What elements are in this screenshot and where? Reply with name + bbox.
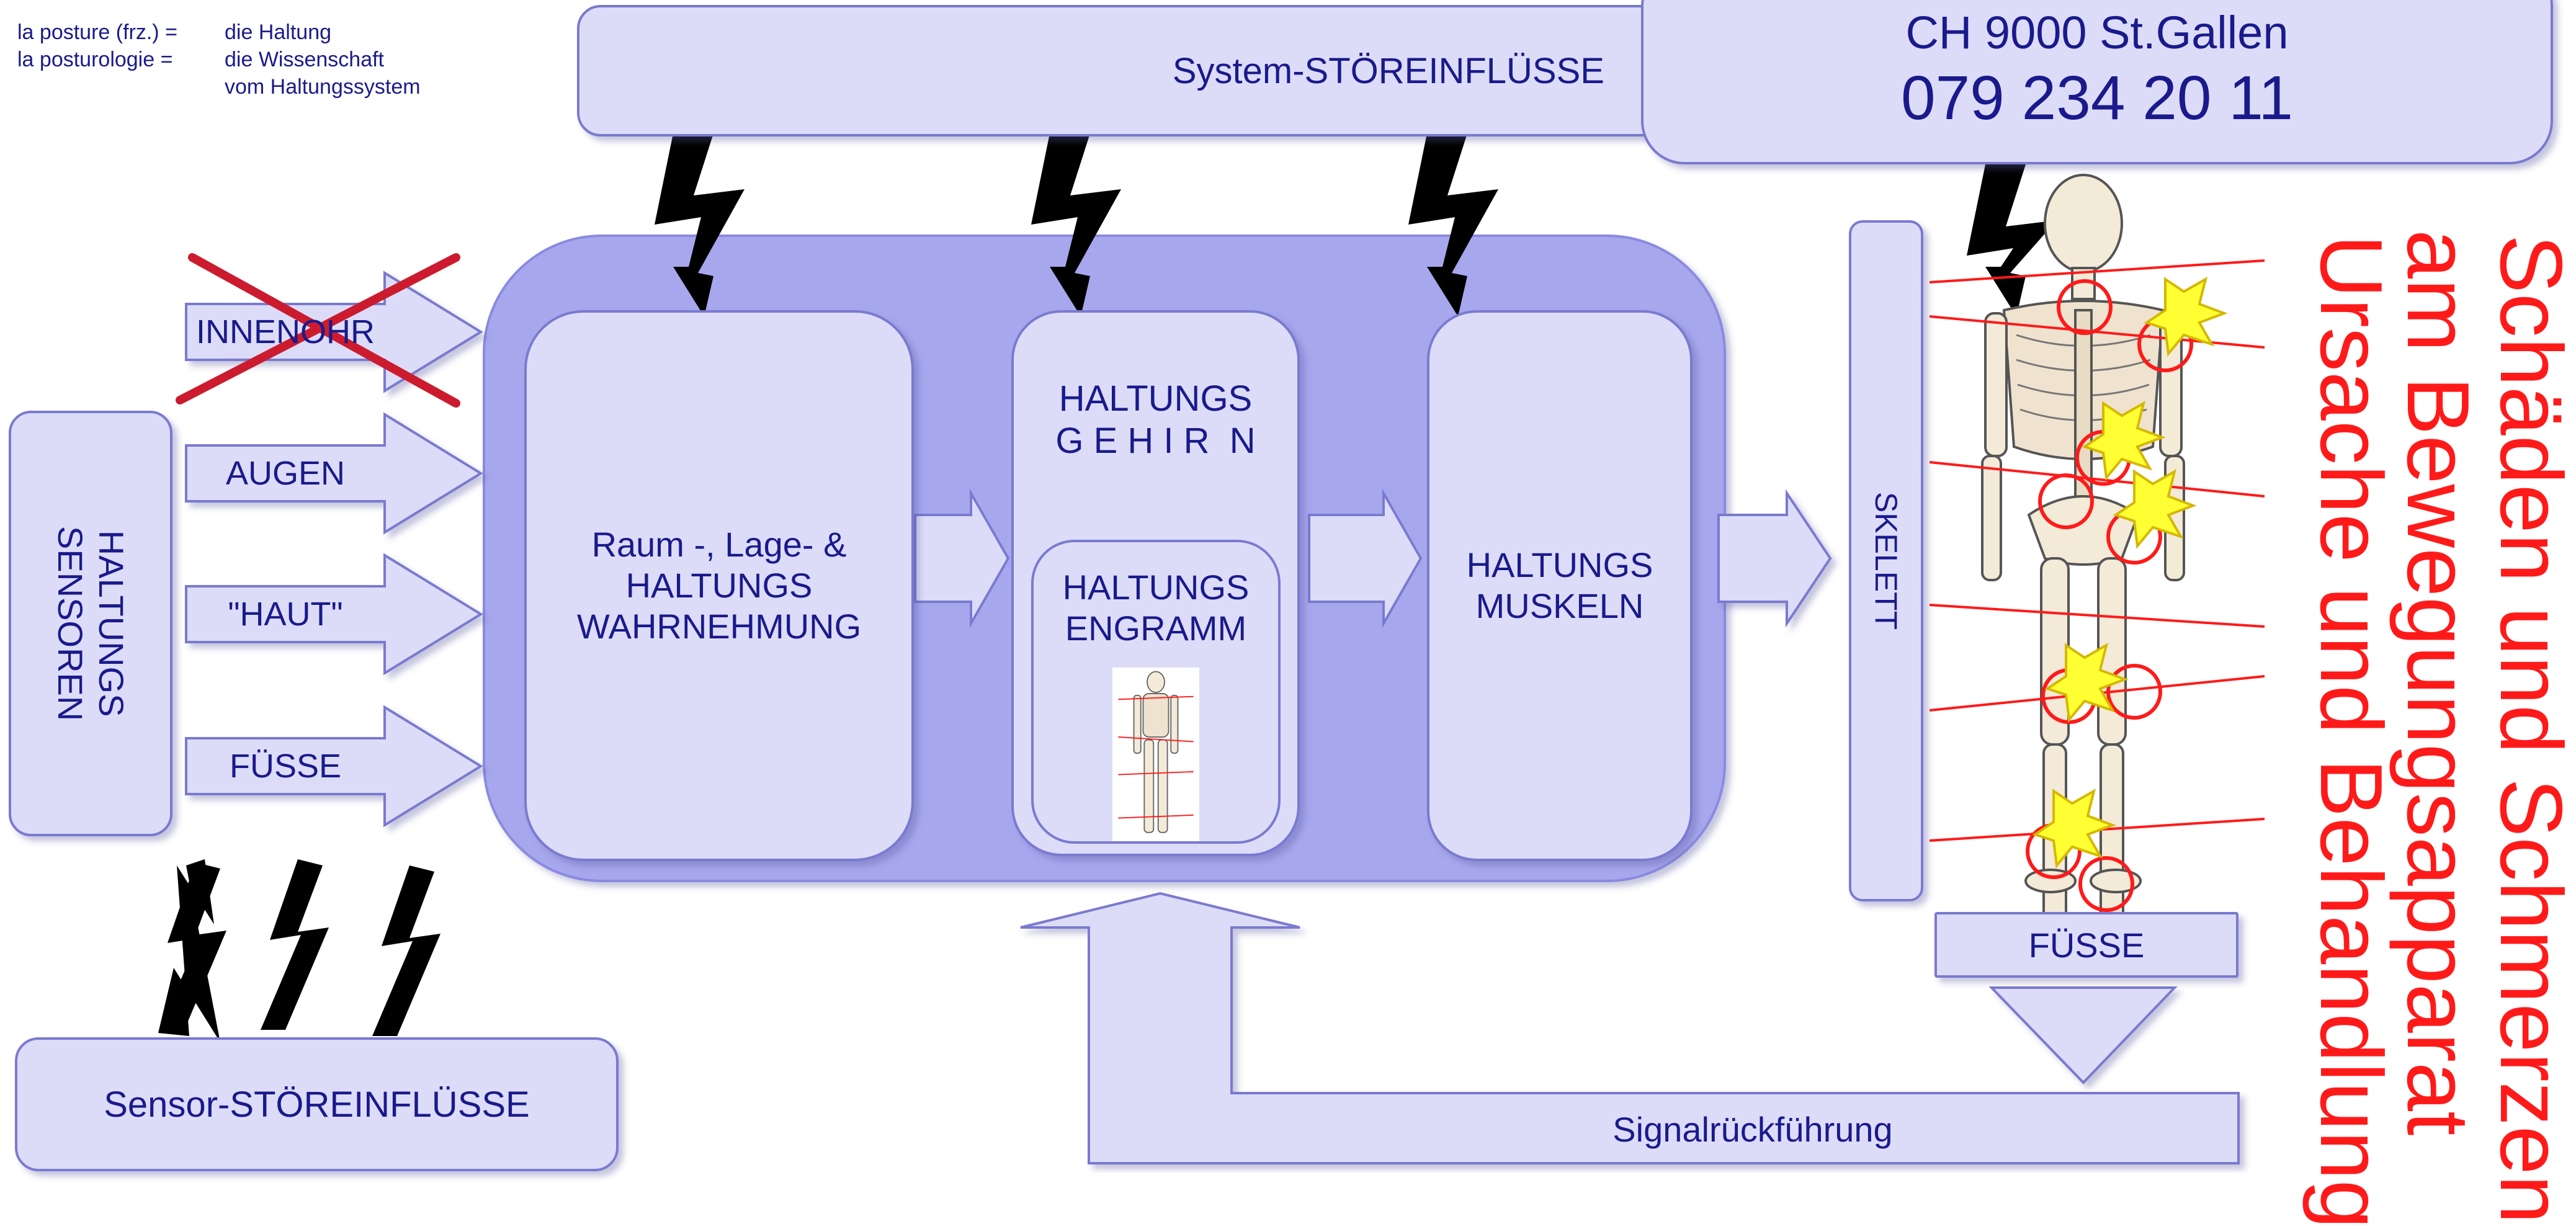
arrow-brain-muscles <box>1308 488 1423 628</box>
sensor-fuesse: FÜSSE <box>229 748 342 785</box>
contact-city: CH 9000 St.Gallen <box>1905 7 2289 58</box>
glossary-definition: vom Haltungssystem <box>225 75 421 99</box>
glossary-term: la posture (frz.) = <box>17 20 177 44</box>
muscles-box: HALTUNGS MUSKELN <box>1427 310 1693 861</box>
engram-box: HALTUNGS ENGRAMM <box>1031 540 1281 844</box>
down-arrow <box>1988 986 2178 1084</box>
system-disturbances-label: System-STÖREINFLÜSSE <box>1172 50 1604 91</box>
sensor-disturbances-box: Sensor-STÖREINFLÜSSE <box>15 1037 619 1171</box>
sensors-box: HALTUNGS SENSOREN <box>9 411 172 836</box>
skeleton-box: SKELETT <box>1849 220 1923 901</box>
sensor-innenohr: INNENOHR <box>195 313 375 351</box>
contact-box: CH 9000 St.Gallen 079 234 20 11 <box>1641 0 2553 164</box>
side-title-line-1: Schäden und Schmerzen <box>2482 235 2576 1224</box>
pain-burst-icon <box>2032 276 2228 869</box>
feedback-label: Signalrückführung <box>1612 1109 1893 1149</box>
arrow-haut <box>185 553 483 676</box>
system-disturbances-box: System-STÖREINFLÜSSE <box>577 5 1706 136</box>
skeleton-label: SKELETT <box>1869 491 1904 630</box>
perception-label: Raum -, Lage- & HALTUNGS WAHRNEHMUNG <box>576 524 862 646</box>
side-title-line-3: Ursache und Behandlung <box>2302 235 2400 1229</box>
sensor-haut: "HAUT" <box>228 596 343 633</box>
contact-phone: 079 234 20 11 <box>1900 63 2294 133</box>
arrow-perception-brain <box>914 488 1010 628</box>
brain-title: HALTUNGS G E H I R N <box>1055 378 1256 462</box>
lightning-bolt-icon <box>158 859 441 1036</box>
feet-box: FÜSSE <box>1934 912 2238 978</box>
glossary-definition: die Wissenschaft <box>225 48 384 71</box>
arrow-augen <box>185 412 483 535</box>
arrow-muscles-skeleton <box>1717 489 1832 628</box>
crossed-out-icon <box>176 253 460 408</box>
sensors-title: HALTUNGS SENSOREN <box>51 525 132 722</box>
side-title-line-2: am Bewegungsapparat <box>2389 230 2487 1136</box>
sensor-disturbances-label: Sensor-STÖREINFLÜSSE <box>104 1084 530 1125</box>
glossary-term: la posturologie = <box>17 48 173 71</box>
sensor-augen: AUGEN <box>225 455 346 492</box>
arrow-fuesse <box>185 705 483 828</box>
engram-skeleton-figure <box>1112 668 1199 841</box>
muscles-label: HALTUNGS MUSKELN <box>1466 545 1653 625</box>
engram-label: HALTUNGS ENGRAMM <box>1062 568 1250 648</box>
feet-label: FÜSSE <box>2028 925 2145 965</box>
perception-box: Raum -, Lage- & HALTUNGS WAHRNEHMUNG <box>524 310 914 861</box>
glossary-definition: die Haltung <box>225 20 332 44</box>
